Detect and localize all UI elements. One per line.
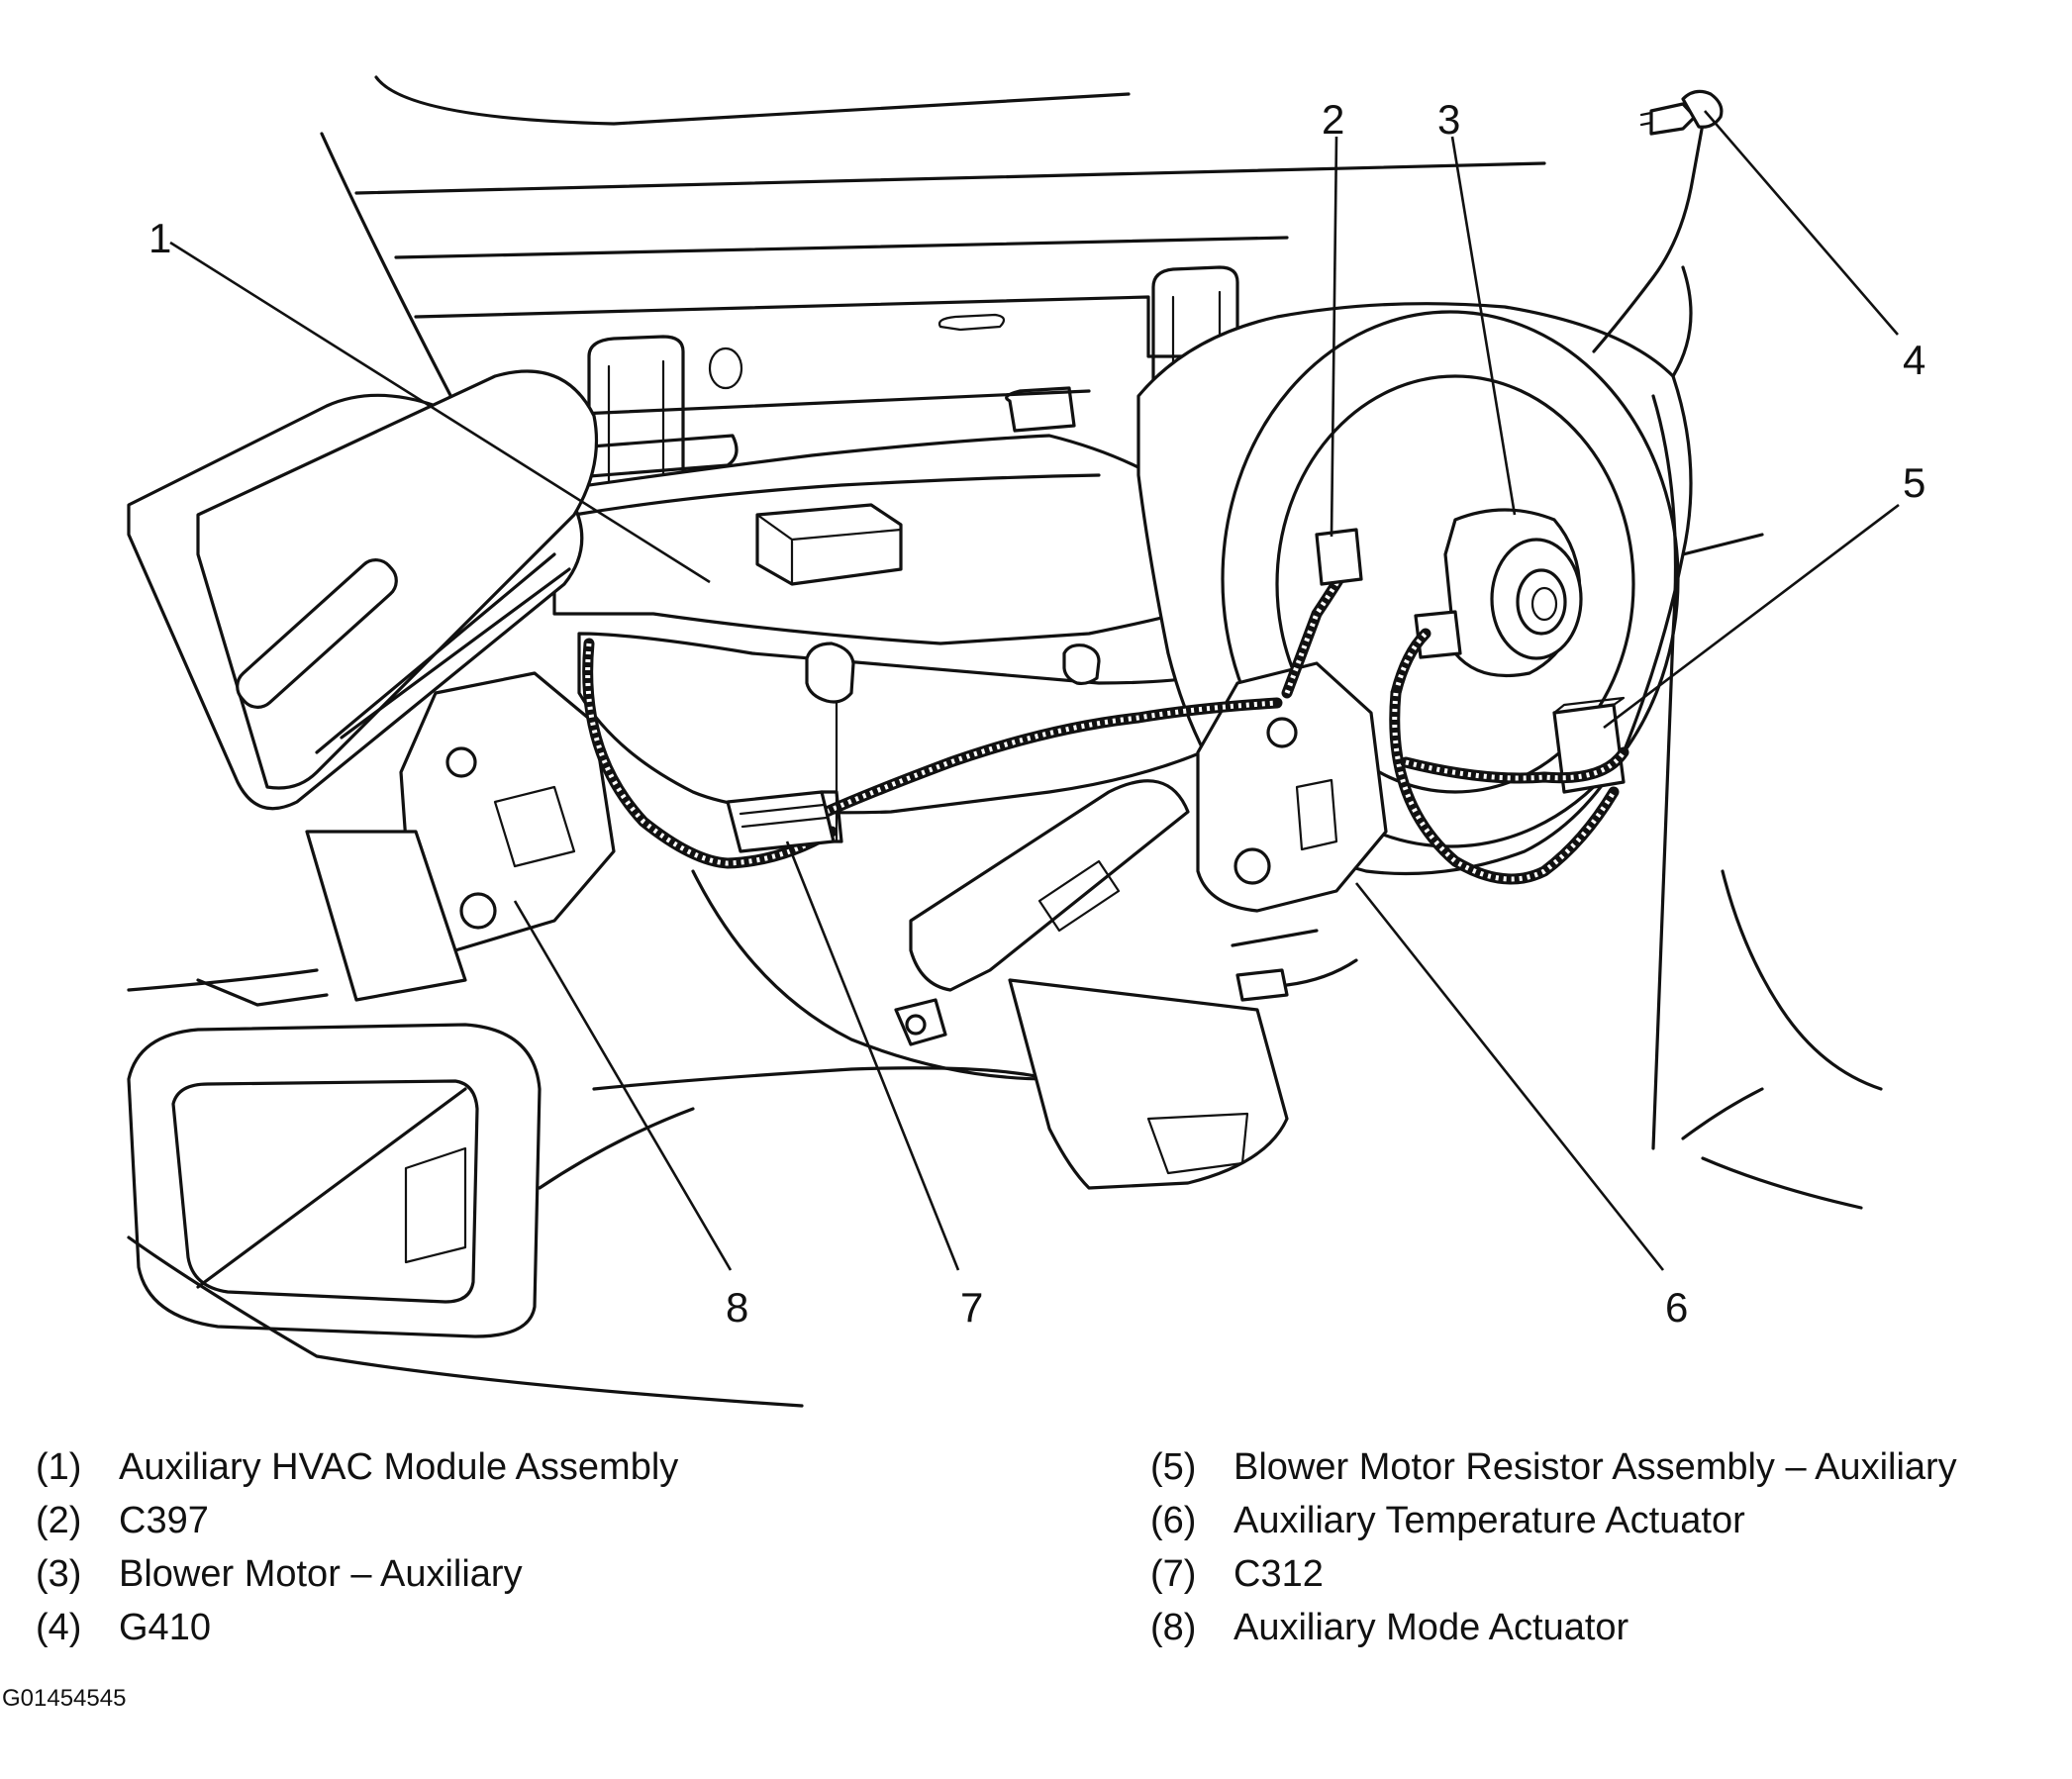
temperature-actuator [1196,661,1388,913]
callout-7: 7 [960,1284,983,1331]
legend-number: (2) [36,1500,82,1541]
leader-line-8 [513,900,733,1271]
legend-number: (8) [1150,1607,1197,1648]
callout-2: 2 [1322,96,1344,143]
legend-number: (3) [36,1553,82,1595]
legend-label: C312 [1233,1553,1324,1595]
legend-column-right: (5) Blower Motor Resistor Assembly – Auxi… [1150,1440,1957,1654]
wiring-harness [582,528,1629,1002]
callout-3: 3 [1437,96,1460,143]
legend-label: Auxiliary Temperature Actuator [1233,1500,1745,1541]
callout-5: 5 [1903,459,1925,506]
leader-line-2 [1330,136,1338,538]
hvac-module-illustration: 1 2 3 4 5 6 7 8 [127,75,1925,1408]
leader-line-6 [1354,882,1665,1271]
legend-label: C397 [119,1500,209,1541]
legend-column-left: (1) Auxiliary HVAC Module Assembly (2) C39… [36,1440,678,1654]
callout-6: 6 [1665,1284,1688,1331]
callout-8: 8 [726,1284,748,1331]
linkage-arm [894,779,1289,1190]
leader-line-1 [169,241,711,584]
legend-label: Blower Motor Resistor Assembly – Auxilia… [1233,1446,1957,1488]
legend-number: (6) [1150,1500,1197,1541]
legend-item: (5) Blower Motor Resistor Assembly – Auxi… [1150,1440,1957,1494]
legend-item: (7) C312 [1150,1547,1957,1601]
callout-numbers: 1 2 3 4 5 6 7 8 [148,96,1925,1331]
legend-item: (2) C397 [36,1494,678,1547]
legend-label: G410 [119,1607,211,1648]
legend-item: (4) G410 [36,1601,678,1654]
figure-id: G01454545 [2,1685,127,1712]
mode-actuator [399,671,616,952]
legend-label: Blower Motor – Auxiliary [119,1553,523,1595]
legend-item: (8) Auxiliary Mode Actuator [1150,1601,1957,1654]
leader-lines [169,110,1900,1271]
legend-number: (5) [1150,1446,1197,1488]
leader-line-5 [1603,503,1900,730]
legend-item: (1) Auxiliary HVAC Module Assembly [36,1440,678,1494]
leader-line-7 [785,840,960,1271]
leader-line-3 [1450,136,1517,516]
legend-item: (6) Auxiliary Temperature Actuator [1150,1494,1957,1547]
parts-legend: (1) Auxiliary HVAC Module Assembly (2) C39… [0,1440,2072,1678]
upper-duct [127,369,599,811]
lower-duct-outlet [127,830,804,1408]
legend-number: (1) [36,1446,82,1488]
module-housing [552,434,1279,1091]
legend-item: (3) Blower Motor – Auxiliary [36,1547,678,1601]
legend-number: (7) [1150,1553,1197,1595]
leader-line-4 [1704,110,1899,336]
legend-label: Auxiliary HVAC Module Assembly [119,1446,679,1488]
legend-number: (4) [36,1607,82,1648]
callout-4: 4 [1903,337,1925,383]
legend-label: Auxiliary Mode Actuator [1233,1607,1629,1648]
callout-1: 1 [148,215,171,261]
ground-wire [1592,89,1724,353]
